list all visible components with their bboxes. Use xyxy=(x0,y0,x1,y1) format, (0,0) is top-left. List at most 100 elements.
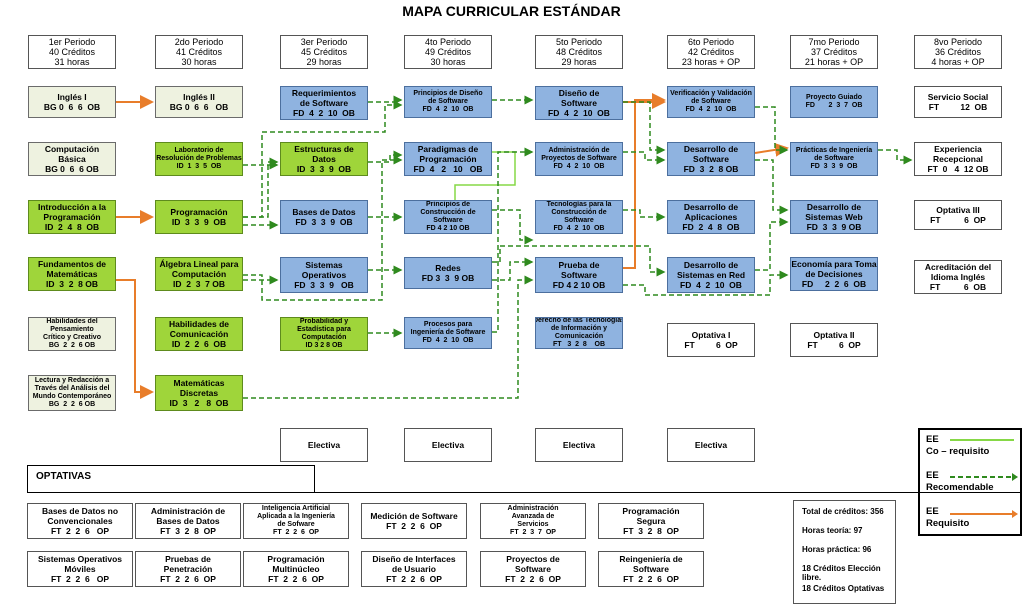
legend-req-arrowhead xyxy=(1012,510,1018,518)
course-c4-4-line-1: Redes xyxy=(435,263,461,273)
course-c8-4-line-1: Acreditación del xyxy=(924,262,992,272)
period-header-4-line-2: 49 Créditos xyxy=(424,47,472,57)
course-c7-1-line-1: Proyecto Guiado xyxy=(805,94,862,101)
legend-co-label: Co – requisito xyxy=(926,446,990,457)
course-c3-2-line-3: ID 3 3 9 OB xyxy=(296,164,352,174)
optativa-8-line-1: Pruebas de xyxy=(165,554,211,564)
optativa-5-line-2: Avanzada de xyxy=(511,513,555,520)
optativa-6-line-1: Programación xyxy=(622,506,680,516)
course-c5-3-line-4: FD 4 2 10 OB xyxy=(553,225,605,232)
period-header-2-line-3: 30 horas xyxy=(181,57,217,67)
period-header-5-line-3: 29 horas xyxy=(561,57,597,67)
course-c2-4-line-1: Álgebra Lineal para xyxy=(159,259,239,269)
course-c1-4-line-1: Fundamentos de xyxy=(37,259,106,269)
course-c7-5-line-2: FT 6 OP xyxy=(807,340,861,350)
course-c2-6-line-1: Matemáticas xyxy=(173,378,225,388)
course-c7-2-line-2: de Software xyxy=(814,155,854,162)
course-c1-3-line-3: ID 2 4 8 OB xyxy=(44,222,100,232)
course-c3-5-line-2: Estadística para xyxy=(297,326,351,333)
course-c6-2-line-3: FD 3 2 8 OB xyxy=(683,164,739,174)
course-c8-4-line-2: Idioma Inglés xyxy=(930,272,986,282)
course-c5-3-line-2: Construcción de xyxy=(551,209,607,216)
course-c5-2-line-2: Proyectos de Software xyxy=(541,155,617,162)
course-c3-5-line-4: ID 3 2 8 OB xyxy=(305,342,343,349)
course-c2-2-line-3: ID 1 3 5 OB xyxy=(176,163,222,170)
course-c8-2-line-3: FT 0 4 12 OB xyxy=(927,164,989,174)
period-header-4-line-3: 30 horas xyxy=(430,57,466,67)
legend-rec-arrowhead xyxy=(1012,473,1018,481)
legend-rec-ee: EE xyxy=(926,470,939,481)
optativa-5-line-1: Administración xyxy=(507,505,559,512)
legend-req-label: Requisito xyxy=(926,518,970,529)
elective-box-4-line-1: Electiva xyxy=(694,440,728,450)
course-c8-2-line-2: Recepcional xyxy=(932,154,984,164)
course-c1-5-line-1: Habilidades del xyxy=(46,318,98,325)
course-c6-3-line-3: FD 2 4 8 OB xyxy=(682,222,740,232)
optativa-1-line-1: Bases de Datos no xyxy=(41,506,119,516)
course-c4-1-line-1: Principios de Diseño xyxy=(413,90,483,97)
rec-prog-estructuras xyxy=(243,157,279,218)
course-c1-3-line-1: Introducción a la xyxy=(37,202,106,212)
course-c7-4-line-3: FD 2 2 6 OB xyxy=(801,279,867,289)
course-c1-3-line-2: Programación xyxy=(43,212,101,222)
course-c6-4-line-2: Sistemas en Red xyxy=(676,270,746,280)
optativa-5-line-4: FT 2 3 7 OP xyxy=(510,529,556,536)
stat-total-credits: Total de créditos: 356 xyxy=(802,507,884,516)
course-c4-1-line-3: FD 4 2 10 OB xyxy=(422,106,474,113)
course-c5-3-line-1: Tecnologías para la xyxy=(546,201,612,208)
optativa-7-line-1: Sistemas Operativos xyxy=(37,554,123,564)
rec-prueba-economia xyxy=(623,270,789,296)
optativa-10-line-2: de Usuario xyxy=(392,564,436,574)
rec-disenosw-desarrollo xyxy=(623,101,666,155)
link-prueba-verificacion xyxy=(623,93,666,269)
course-c3-4-line-2: Operativos xyxy=(301,270,347,280)
course-c1-6-line-1: Lectura y Redacción a xyxy=(34,377,110,384)
course-c4-5-line-2: Ingeniería de Software xyxy=(410,329,486,336)
optativa-5-line-3: Servicios xyxy=(517,521,549,528)
course-c6-5-line-2: FT 6 OP xyxy=(684,340,738,350)
stat-optional-credits: 18 Créditos Optativas xyxy=(802,584,885,593)
course-c1-6-line-3: Mundo Contemporáneo xyxy=(32,393,112,400)
course-c2-6-line-3: ID 3 2 8 OB xyxy=(169,398,229,408)
period-header-2-line-1: 2do Periodo xyxy=(174,37,224,47)
credits-summary: Total de créditos: 356 Horas teoría: 97 … xyxy=(793,500,896,604)
course-c2-4-line-2: Computación xyxy=(171,269,227,279)
optativa-8-line-3: FT 2 2 6 OP xyxy=(160,574,216,584)
course-c4-2-line-1: Paradigmas de xyxy=(417,144,479,154)
rec-prog-diseno xyxy=(243,100,403,218)
course-c6-5-line-1: Optativa I xyxy=(691,330,731,340)
course-c6-4-line-1: Desarrollo de xyxy=(683,260,739,270)
course-c1-4-line-2: Matemáticas xyxy=(46,269,98,279)
course-c3-5-line-3: Computación xyxy=(301,334,347,341)
course-c3-3-line-1: Bases de Datos xyxy=(292,207,356,217)
course-c1-1-line-2: BG 0 6 6 OB xyxy=(43,102,101,112)
period-header-1-line-3: 31 horas xyxy=(54,57,90,67)
period-header-6-line-3: 23 horas + OP xyxy=(681,57,741,67)
optativa-7-line-2: Móviles xyxy=(64,564,96,574)
link-desarrollo-practicas xyxy=(754,142,789,157)
period-header-6-line-2: 42 Créditos xyxy=(687,47,735,57)
optativa-7-line-3: FT 2 2 6 OP xyxy=(50,574,110,584)
elective-box-2: Electiva xyxy=(404,428,492,462)
stat-practice-hours: Horas práctica: 96 xyxy=(802,545,872,554)
course-c1-2-line-3: BG 0 6 6 OB xyxy=(45,164,99,174)
